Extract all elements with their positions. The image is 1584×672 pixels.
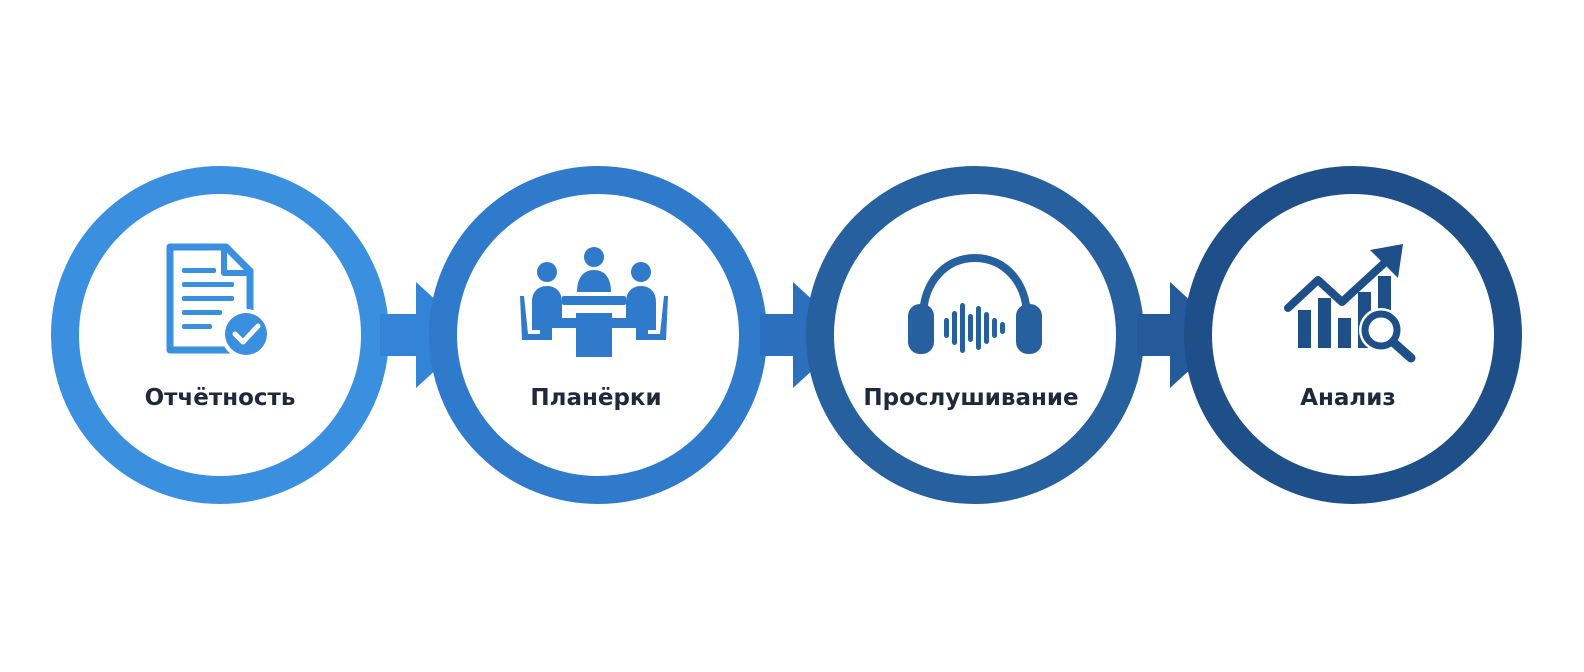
step-4 xyxy=(1184,166,1522,504)
step-3 xyxy=(806,166,1144,504)
step-4-label: Анализ xyxy=(1300,385,1396,411)
report-check-icon xyxy=(166,243,271,359)
step-1 xyxy=(51,166,389,504)
step-3-ring xyxy=(806,166,1144,504)
meeting-table-icon xyxy=(520,247,668,357)
step-2-label: Планёрки xyxy=(530,385,661,411)
step-1-ring xyxy=(51,166,389,504)
step-1-label: Отчётность xyxy=(145,385,296,411)
step-3-label: Прослушивание xyxy=(863,385,1078,411)
headphones-audio-icon xyxy=(908,253,1042,354)
step-4-ring xyxy=(1184,166,1522,504)
growth-chart-search-icon xyxy=(1284,244,1416,363)
